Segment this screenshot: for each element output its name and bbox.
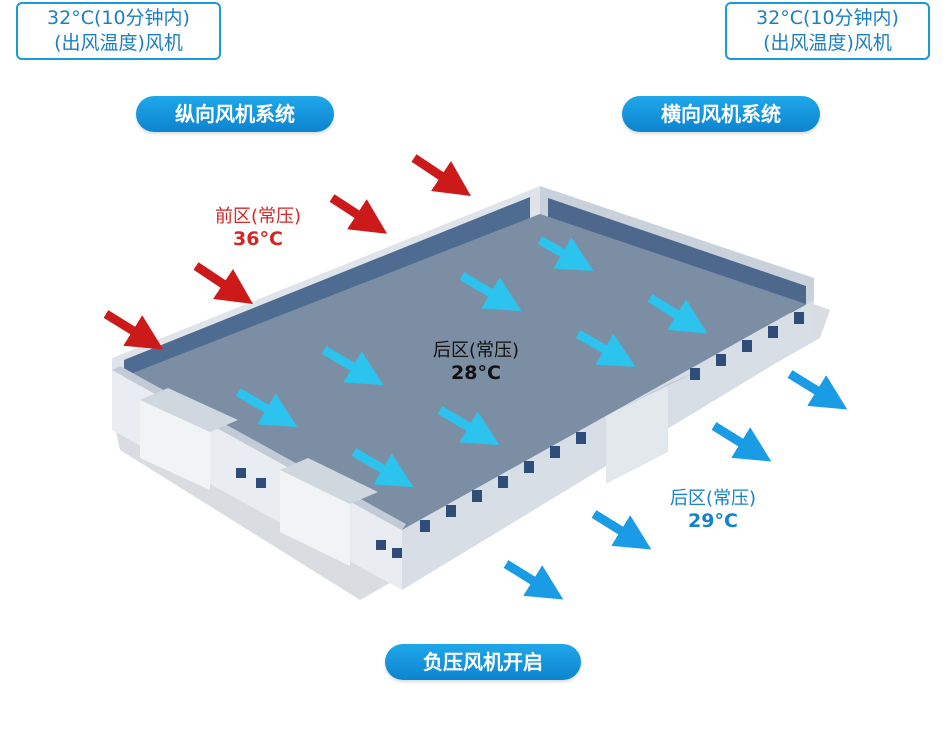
exhaust-arrow-1 (787, 370, 848, 410)
hot-arrow-2 (329, 194, 388, 234)
hot-air-arrows (103, 154, 471, 350)
entrance-mid (280, 470, 350, 566)
hot-arrow-1 (411, 154, 471, 196)
hot-arrow-3 (193, 262, 253, 304)
info-box-left: 32°C(10分钟内) (出风温度)风机 (16, 2, 221, 60)
info-box-right-line1: 32°C(10分钟内) (756, 7, 899, 29)
entrance-right (606, 384, 668, 484)
transverse-fan-system-label: 横向风机系统 (622, 96, 820, 132)
front-zone-temp: 36°C (233, 228, 283, 250)
cool-arrow-4 (575, 330, 636, 367)
info-box-right-line2: (出风温度)风机 (763, 32, 892, 54)
middle-zone-temp: 28°C (451, 362, 501, 384)
front-right-windows (420, 312, 804, 532)
entrance-left-roof (140, 388, 238, 432)
middle-zone-label: 后区(常压) 28°C (408, 340, 544, 384)
roof-plane (120, 214, 806, 530)
exhaust-arrow-3 (591, 510, 652, 550)
cool-arrow-1 (537, 236, 594, 272)
middle-zone-name: 后区(常压) (432, 340, 520, 361)
negative-pressure-fan-label: 负压风机开启 (385, 644, 581, 680)
info-box-left-line2: (出风温度)风机 (54, 32, 183, 54)
rear-zone-name: 后区(常压) (669, 488, 757, 509)
exhaust-arrow-2 (711, 422, 772, 462)
hot-arrow-4 (103, 310, 164, 350)
exhaust-arrow-4 (503, 560, 564, 600)
cool-air-arrows (235, 236, 708, 488)
cool-arrow-7 (437, 406, 500, 446)
info-box-left-line1: 32°C(10分钟内) (47, 7, 190, 29)
cool-arrow-2 (647, 294, 708, 334)
longitudinal-fan-system-label: 纵向风机系统 (136, 96, 334, 132)
entrance-mid-roof (280, 458, 378, 504)
cool-arrow-3 (459, 272, 522, 312)
cool-arrow-8 (351, 448, 414, 488)
entrance-left (140, 400, 210, 490)
exhaust-arrows (503, 370, 848, 600)
cool-arrow-6 (235, 388, 298, 428)
cool-arrow-5 (321, 346, 384, 386)
front-left-windows (236, 468, 402, 558)
info-box-right: 32°C(10分钟内) (出风温度)风机 (725, 2, 930, 60)
rear-zone-label: 后区(常压) 29°C (650, 488, 776, 532)
front-zone-name: 前区(常压) (214, 206, 302, 227)
rear-zone-temp: 29°C (688, 510, 738, 532)
front-zone-label: 前区(常压) 36°C (196, 206, 320, 250)
